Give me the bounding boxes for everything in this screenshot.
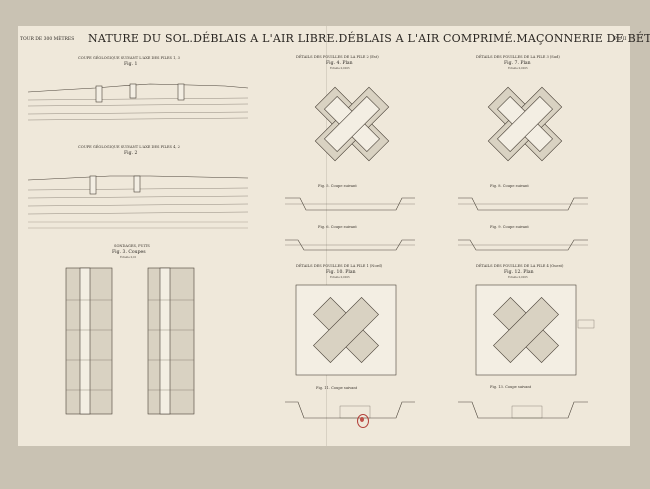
library-stamp-center	[360, 417, 364, 422]
right-bottom-fig: Fig. 12. Plan	[504, 270, 534, 275]
plan-fig7	[487, 86, 563, 162]
plan-fig12	[475, 284, 595, 376]
right-top-fig: Fig. 7. Plan	[504, 61, 531, 66]
center-bottom-scale: Échelle 0,0025	[330, 276, 350, 279]
center-bottom-title: DÉTAILS DES FOUILLES DE LA PILE 1 (Nord)	[296, 264, 383, 268]
section3-fig: Fig. 3. Coupes	[112, 250, 146, 255]
center-fold	[326, 26, 327, 446]
section3-title: SONDAGES, PUITS	[114, 244, 150, 248]
section2-fig: Fig. 2	[124, 151, 138, 156]
plan-fig10	[295, 284, 397, 376]
plate-number: PL. II	[614, 37, 627, 42]
center-top-title: DÉTAILS DES FOUILLES DE LA PILE 2 (Est)	[296, 55, 379, 59]
center-top-fig: Fig. 4. Plan	[326, 61, 353, 66]
plan-fig4	[314, 86, 390, 162]
fig8-caption: Fig. 8. Coupe suivant	[490, 184, 529, 188]
library-stamp	[357, 414, 369, 428]
right-top-scale: Échelle 0,0025	[508, 67, 528, 70]
plate-top-left-label: TOUR DE 300 MÈTRES	[20, 37, 75, 42]
section1-fig: Fig. 1	[124, 62, 138, 67]
fig11-caption: Fig. 11. Coupe suivant	[316, 386, 358, 390]
section3-scale: Échelle 0,01	[120, 256, 137, 259]
fig5-caption: Fig. 5. Coupe suivant	[318, 184, 357, 188]
right-bottom-scale: Échelle 0,0025	[508, 276, 528, 279]
geological-section-2	[27, 175, 249, 229]
right-bottom-title: DÉTAILS DES FOUILLES DE LA PILE 4 (Ouest…	[476, 264, 564, 268]
right-top-title: DÉTAILS DES FOUILLES DE LA PILE 3 (Sud)	[476, 55, 560, 59]
section-fig11	[285, 401, 415, 419]
fig9-caption: Fig. 9. Coupe suivant	[490, 225, 529, 229]
geological-section-1	[27, 83, 249, 121]
section-fig9	[458, 239, 588, 251]
section-fig5	[285, 197, 415, 211]
center-top-scale: Échelle 0,0025	[330, 67, 350, 70]
section-fig6	[285, 239, 415, 251]
engraved-plate	[18, 26, 630, 446]
section2-title: COUPE GÉOLOGIQUE SUIVANT L'AXE DES PILES…	[78, 145, 180, 149]
fig13-caption: Fig. 13. Coupe suivant	[490, 385, 532, 389]
fig6-caption: Fig. 6. Coupe suivant	[318, 225, 357, 229]
center-bottom-fig: Fig. 10. Plan	[326, 270, 356, 275]
section-fig8	[458, 197, 588, 211]
section1-title: COUPE GÉOLOGIQUE SUIVANT L'AXE DES PILES…	[78, 56, 180, 60]
boreholes-fig3	[65, 267, 195, 415]
section-fig13	[458, 401, 588, 419]
plate-title: NATURE DU SOL.DÉBLAIS A L'AIR LIBRE.DÉBL…	[88, 32, 650, 45]
